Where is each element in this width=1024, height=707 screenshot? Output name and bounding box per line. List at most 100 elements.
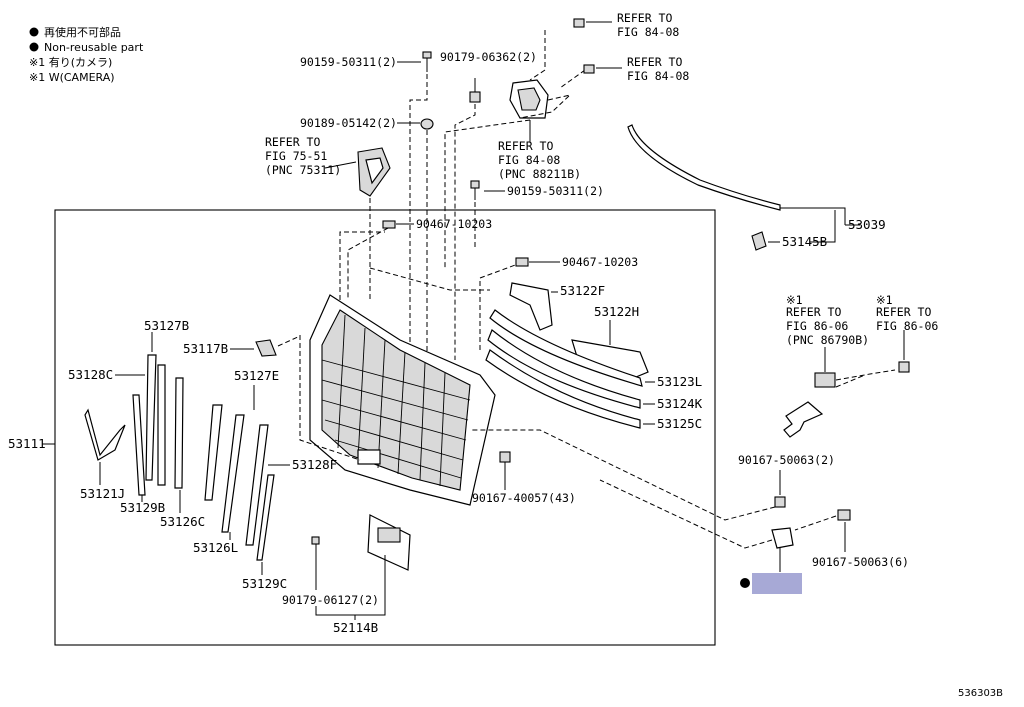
molding-53123L[interactable]: 53123L bbox=[489, 309, 702, 389]
molding-53124K[interactable]: 53124K bbox=[487, 329, 703, 411]
svg-text:53122F: 53122F bbox=[560, 283, 605, 298]
highlight-box bbox=[752, 573, 802, 594]
grille-mesh-lines bbox=[321, 314, 471, 487]
grille-bracket-inner bbox=[365, 157, 384, 185]
molding-53122H[interactable]: 53122H bbox=[571, 304, 649, 378]
svg-text:FIG 86-06: FIG 86-06 bbox=[876, 319, 938, 333]
svg-text:※1: ※1 bbox=[876, 293, 893, 307]
screw-icon bbox=[837, 509, 851, 521]
bolt-icon bbox=[470, 180, 480, 189]
svg-text:REFER TO: REFER TO bbox=[627, 55, 682, 69]
svg-text:FIG 84-08: FIG 84-08 bbox=[627, 69, 689, 83]
refer-callout-6[interactable]: ※1 REFER TO FIG 86-06 bbox=[876, 293, 938, 333]
svg-text:(PNC 75311): (PNC 75311) bbox=[265, 163, 341, 177]
assembly-frame bbox=[54, 209, 716, 646]
label-90467-10203-b[interactable]: 90467-10203 bbox=[562, 255, 638, 269]
svg-text:FIG 84-08: FIG 84-08 bbox=[498, 153, 560, 167]
label-90167-50063-a[interactable]: 90167-50063(2) bbox=[738, 453, 835, 467]
svg-text:FIG 86-06: FIG 86-06 bbox=[786, 319, 848, 333]
screw-icon bbox=[311, 536, 320, 545]
label-90467-10203-a[interactable]: 90467-10203 bbox=[416, 217, 492, 231]
legend-line-3: ※1 有り(カメラ) bbox=[29, 55, 112, 69]
label-90189-05142[interactable]: 90189-05142(2) bbox=[300, 116, 397, 130]
svg-text:REFER TO: REFER TO bbox=[786, 305, 841, 319]
direction-arrow-icon bbox=[783, 401, 824, 438]
molding-53125C[interactable]: 53125C bbox=[485, 349, 702, 431]
clip-90467-a: 90467-10203 bbox=[347, 217, 492, 298]
top-fasteners: 90159-50311(2) 90189-05142(2) 90179-0636… bbox=[300, 18, 622, 380]
svg-text:53129C: 53129C bbox=[242, 576, 287, 591]
molding-53039[interactable]: 53039 bbox=[627, 124, 886, 232]
refer-callout-5[interactable]: ※1 REFER TO FIG 86-06 (PNC 86790B) bbox=[786, 293, 869, 347]
bolt-icon bbox=[573, 18, 585, 28]
svg-text:53039: 53039 bbox=[848, 217, 886, 232]
fastener-90167-40057: 90167-40057(43) bbox=[472, 451, 576, 505]
refer-callout-4[interactable]: REFER TO FIG 75-51 (PNC 75311) bbox=[265, 135, 341, 177]
plate-bracket-slot bbox=[377, 527, 401, 543]
svg-text:※1: ※1 bbox=[786, 293, 803, 307]
svg-text:53122H: 53122H bbox=[594, 304, 639, 319]
legend-line-2: Non-reusable part bbox=[44, 41, 144, 54]
upper-molding-strip bbox=[627, 124, 781, 211]
refer-callout-2[interactable]: REFER TO FIG 84-08 bbox=[627, 55, 689, 83]
legend-line-4: ※1 W(CAMERA) bbox=[29, 71, 115, 84]
label-90167-40057[interactable]: 90167-40057(43) bbox=[472, 491, 576, 505]
legend-bullet-icon bbox=[29, 27, 39, 37]
bolt-icon bbox=[422, 51, 432, 59]
svg-text:REFER TO: REFER TO bbox=[498, 139, 553, 153]
label-90159-50311-b[interactable]: 90159-50311(2) bbox=[507, 184, 604, 198]
figure-id: 536303B bbox=[958, 688, 1003, 699]
clip-53145B[interactable]: 53145B bbox=[751, 210, 836, 251]
legend-bullet-icon bbox=[29, 42, 39, 52]
label-90159-50311-a[interactable]: 90159-50311(2) bbox=[300, 55, 397, 69]
molding-53129B[interactable]: 53129B bbox=[120, 394, 165, 515]
label-90167-50063-b[interactable]: 90167-50063(6) bbox=[812, 555, 909, 569]
molding-53126L[interactable]: 53126L bbox=[193, 532, 238, 555]
label-53111[interactable]: 53111 bbox=[8, 436, 46, 451]
svg-text:FIG 75-51: FIG 75-51 bbox=[265, 149, 327, 163]
camera-module bbox=[814, 330, 910, 388]
garnish-53121J[interactable]: 53121J bbox=[80, 408, 126, 501]
svg-text:53123L: 53123L bbox=[657, 374, 702, 389]
refer-callout-3[interactable]: REFER TO FIG 84-08 (PNC 88211B) bbox=[498, 120, 581, 181]
svg-text:REFER TO: REFER TO bbox=[265, 135, 320, 149]
molding-53127B[interactable]: 53127B bbox=[144, 318, 189, 481]
molding-53128F[interactable]: 53128F bbox=[221, 414, 337, 546]
molding-53122F[interactable]: 53122F bbox=[509, 282, 605, 331]
camera-icon bbox=[814, 372, 836, 388]
svg-text:53117B: 53117B bbox=[183, 341, 228, 356]
molding-53126C[interactable]: 53126C bbox=[160, 377, 205, 529]
highlight-marker bbox=[740, 573, 802, 594]
fastener-90167-50063-b: 90167-50063(6) bbox=[794, 509, 909, 569]
svg-text:FIG 84-08: FIG 84-08 bbox=[617, 25, 679, 39]
svg-text:(PNC 86790B): (PNC 86790B) bbox=[786, 333, 869, 347]
non-reusable-bullet-icon bbox=[740, 578, 750, 588]
molding-53129C[interactable]: 53129C bbox=[242, 474, 287, 591]
grille-emblem-mount bbox=[357, 449, 381, 465]
fastener-90167-50063-a: 90167-50063(2) bbox=[470, 429, 835, 521]
nut-icon bbox=[420, 118, 434, 130]
camera-bracket-lower bbox=[599, 479, 794, 572]
molding-53117B[interactable]: 53117B bbox=[183, 335, 301, 357]
label-90179-06362[interactable]: 90179-06362(2) bbox=[440, 50, 537, 64]
svg-text:53126C: 53126C bbox=[160, 514, 205, 529]
clip-90467-b: 90467-10203 bbox=[515, 255, 638, 269]
refer-callout-1[interactable]: REFER TO FIG 84-08 bbox=[617, 11, 679, 39]
bolt-icon bbox=[583, 64, 595, 74]
svg-text:53128C: 53128C bbox=[68, 367, 113, 382]
nut-icon bbox=[469, 91, 481, 103]
label-52114B[interactable]: 52114B bbox=[333, 620, 378, 635]
svg-text:53128F: 53128F bbox=[292, 457, 337, 472]
molding-53128C[interactable]: 53128C bbox=[68, 364, 166, 486]
svg-text:53129B: 53129B bbox=[120, 500, 165, 515]
bolt-icon bbox=[898, 361, 910, 373]
svg-text:53127E: 53127E bbox=[234, 368, 279, 383]
molding-53127E[interactable]: 53127E bbox=[204, 368, 279, 501]
license-bracket-52114B[interactable]: 90179-06127(2) 52114B bbox=[282, 514, 411, 635]
front-grille[interactable] bbox=[299, 231, 519, 506]
svg-text:REFER TO: REFER TO bbox=[617, 11, 672, 25]
label-90179-06127[interactable]: 90179-06127(2) bbox=[282, 593, 379, 607]
screw-icon bbox=[774, 496, 786, 508]
svg-text:53126L: 53126L bbox=[193, 540, 238, 555]
